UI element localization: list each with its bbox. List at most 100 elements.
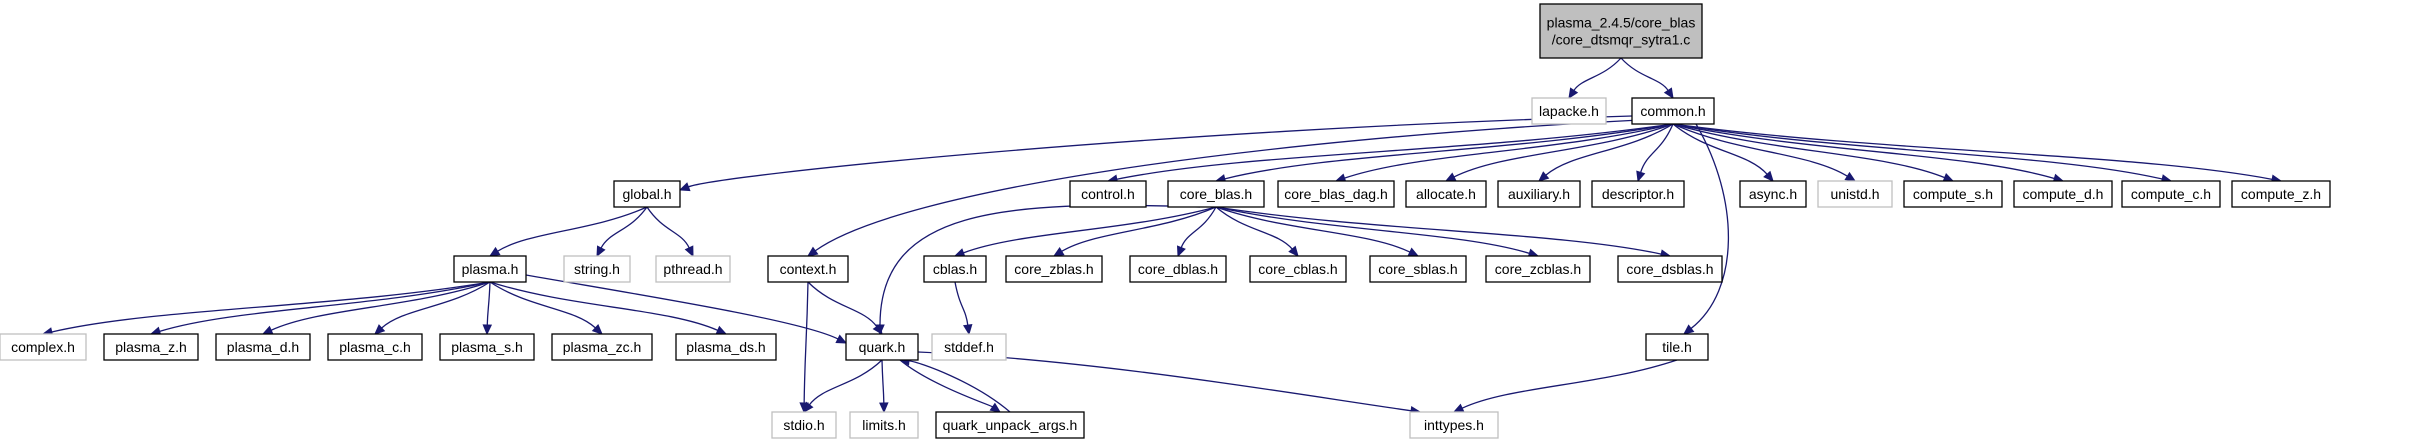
node-box [1409,411,1499,439]
arrowhead [1844,171,1857,182]
node-compute-d-h[interactable]: compute_d.h [2013,180,2113,208]
node-compute-c-h[interactable]: compute_c.h [2121,180,2221,208]
node-box [1005,255,1103,283]
node-box [103,333,199,361]
node-core-sblas-h[interactable]: core_sblas.h [1369,255,1467,283]
edge-cblas-h-to-stddef-h [954,281,973,336]
edge-plasma-h-to-plasma-ds-h [489,281,728,335]
edge-common-h-to-core-blas-dag-h [1334,123,1674,183]
edge-core-blas-h-to-cblas-h [953,206,1217,258]
node-box [771,411,837,439]
edge-line [1116,123,1674,180]
node-box [1739,180,1807,208]
node-unistd-h: unistd.h [1817,180,1893,208]
node-tile-h[interactable]: tile.h [1645,333,1709,361]
node-core-blas-h[interactable]: core_blas.h [1167,180,1265,208]
node-box [935,411,1085,439]
node-plasma-c-h[interactable]: plasma_c.h [327,333,423,361]
edge-line [51,281,491,333]
node-inttypes-h: inttypes.h [1409,411,1499,439]
node-label: complex.h [11,339,75,355]
node-plasma-s-h[interactable]: plasma_s.h [439,333,535,361]
node-common-h[interactable]: common.h [1631,97,1715,125]
edge-line [381,281,491,329]
edge-quark-unpack-args-h-to-quark-h [898,356,1011,413]
edge-line [270,281,491,331]
edge-line [1061,206,1217,252]
node-label: quark_unpack_args.h [943,417,1078,433]
node-core-cblas-h[interactable]: core_cblas.h [1249,255,1347,283]
node-label: tile.h [1662,339,1692,355]
arrowhead [835,334,848,344]
node-cblas-h[interactable]: cblas.h [923,255,987,283]
edge-line [807,281,878,328]
arrowhead [1452,403,1465,413]
node-core-dsblas-h[interactable]: core_dsblas.h [1617,255,1723,283]
edge-line [1672,123,1848,177]
node-quark-unpack-args-h[interactable]: quark_unpack_args.h [935,411,1085,439]
node-label: lapacke.h [1539,103,1599,119]
node-compute-z-h[interactable]: compute_z.h [2231,180,2331,208]
arrowhead [1568,87,1579,100]
edge-line [688,115,1633,188]
node-control-h[interactable]: control.h [1069,180,1147,208]
node-plasma-zc-h[interactable]: plasma_zc.h [551,333,653,361]
node-label: core_zcblas.h [1495,261,1581,277]
node-label: plasma_2.4.5/core_blas [1547,15,1696,31]
edge-line [1215,206,1530,255]
node-context-h[interactable]: context.h [767,255,849,283]
node-plasma-ds-h[interactable]: plasma_ds.h [675,333,777,361]
node-plasma-d-h[interactable]: plasma_d.h [215,333,311,361]
node-box [453,255,527,283]
node-core-zblas-h[interactable]: core_zblas.h [1005,255,1103,283]
edge-line [489,281,596,329]
edge-line [1215,206,1662,255]
edge-line [881,359,885,404]
edge-line [1640,123,1674,173]
node-label: async.h [1749,186,1797,202]
arrowhead [591,324,603,335]
node-root[interactable]: plasma_2.4.5/core_blas/core_dtsmqr_sytra… [1539,3,1703,59]
node-auxiliary-h[interactable]: auxiliary.h [1497,180,1581,208]
edge-common-h-to-context-h [806,119,1641,257]
arrowhead [1407,247,1420,257]
node-box [1631,97,1715,125]
arrowhead [1942,173,1955,182]
node-label: string.h [574,261,620,277]
node-descriptor-h[interactable]: descriptor.h [1591,180,1685,208]
edge-common-h-to-auxiliary-h [1538,123,1674,182]
edge-global-h-to-plasma-h [488,206,648,257]
arrowhead [1444,172,1457,182]
edge-line [917,351,1412,412]
arrowhead [1636,170,1646,183]
node-compute-s-h[interactable]: compute_s.h [1903,180,2003,208]
node-label: compute_c.h [2131,186,2211,202]
node-label: compute_z.h [2241,186,2321,202]
node-label: core_blas_dag.h [1284,186,1388,202]
node-label: stddef.h [944,339,994,355]
edge-line [486,281,491,326]
edge-line [1224,123,1674,180]
node-label: quark.h [859,339,906,355]
node-plasma-h[interactable]: plasma.h [453,255,527,283]
node-async-h[interactable]: async.h [1739,180,1807,208]
node-core-blas-dag-h[interactable]: core_blas_dag.h [1277,180,1395,208]
node-allocate-h[interactable]: allocate.h [1405,180,1487,208]
node-plasma-z-h[interactable]: plasma_z.h [103,333,199,361]
node-label: plasma_zc.h [563,339,642,355]
node-box [655,255,731,283]
edge-line [1453,123,1674,178]
node-quark-h[interactable]: quark.h [845,333,919,361]
node-box [1591,180,1685,208]
node-box [923,255,987,283]
edge-global-h-to-pthread-h [646,206,694,258]
edge-core-blas-h-to-core-dsblas-h [1215,206,1672,259]
node-core-dblas-h[interactable]: core_dblas.h [1129,255,1227,283]
arrowhead [1538,171,1550,182]
node-core-zcblas-h[interactable]: core_zcblas.h [1485,255,1591,283]
node-global-h[interactable]: global.h [613,180,681,208]
node-label: pthread.h [663,261,722,277]
edge-line [1180,206,1217,248]
nodes-layer: plasma_2.4.5/core_blas/core_dtsmqr_sytra… [0,3,2331,439]
